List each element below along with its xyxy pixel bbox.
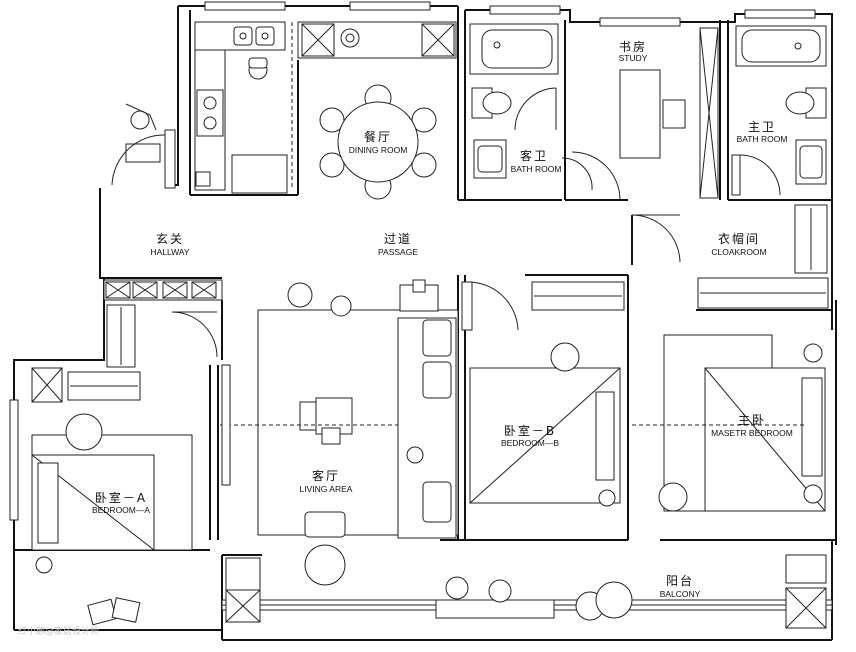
cloakroom-furniture [631, 204, 829, 309]
guest-bath-label-en: BATH ROOM [511, 164, 562, 174]
cloakroom-label-en: CLOAKROOM [711, 247, 766, 257]
passage-label-zh: 过道 [384, 232, 412, 246]
living-label-zh: 客厅 [312, 468, 340, 483]
kitchen [194, 21, 293, 194]
study-label-en: STUDY [619, 53, 648, 63]
dining-label-en: DINING ROOM [349, 145, 408, 155]
hallway-label-en: HALLWAY [150, 247, 189, 257]
balcony-label-zh: 阳台 [666, 573, 694, 588]
balcony-label-en: BALCONY [660, 589, 701, 599]
living-label-en: LIVING AREA [300, 484, 353, 494]
watermark: 红小鹅@家居设计师 [18, 625, 99, 637]
bedroom-a-label-zh: 卧室－A [95, 490, 147, 505]
dining-label-zh: 餐厅 [364, 129, 392, 144]
dining-cabinets [297, 21, 457, 59]
master-bedroom-label-zh: 主卧 [738, 413, 766, 427]
entry [103, 103, 223, 301]
hallway-label-zh: 玄关 [156, 231, 184, 246]
cloakroom-label-zh: 衣帽间 [718, 231, 760, 246]
master-bath-fixtures [731, 25, 827, 196]
bedroom-b-label-zh: 卧室－B [504, 423, 556, 438]
living-furniture [220, 279, 459, 586]
bedroom-a-furniture [31, 304, 218, 574]
master-bedroom-label-en: MASETR BEDROOM [711, 428, 793, 438]
room-labels: 餐厅 DINING ROOM 书房 STUDY 客卫 BATH ROOM 主卫 … [92, 39, 793, 599]
master-bath-label-en: BATH ROOM [737, 134, 788, 144]
bedroom-b-label-en: BEDROOM—B [501, 438, 559, 448]
study-furniture [571, 27, 719, 201]
passage-label-en: PASSAGE [378, 247, 418, 257]
bedroom-a-label-en: BEDROOM—A [92, 505, 150, 515]
master-bath-label-zh: 主卫 [748, 120, 776, 134]
study-label-zh: 书房 [619, 39, 647, 54]
balcony-furniture [87, 554, 827, 629]
guest-bath-label-zh: 客卫 [520, 148, 548, 163]
master-bedroom-furniture [632, 334, 826, 512]
dining-table [319, 84, 437, 200]
guest-bath-fixtures [469, 23, 593, 191]
bedroom-b-furniture [461, 281, 625, 507]
